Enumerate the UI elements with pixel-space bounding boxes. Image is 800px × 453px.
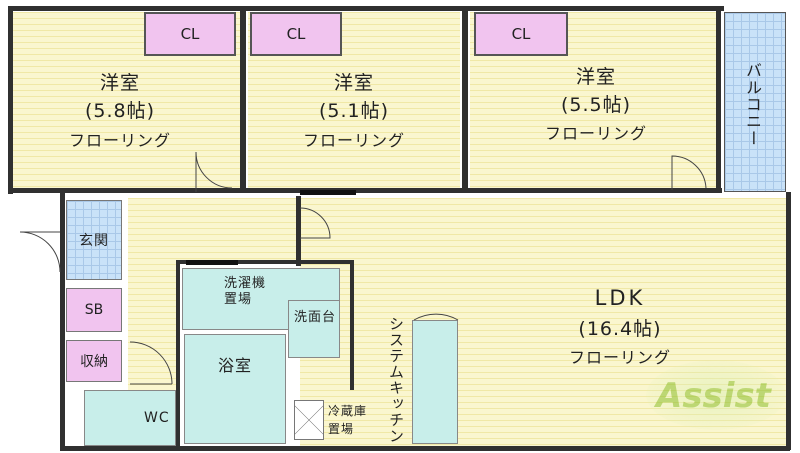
wall-bottom (60, 446, 790, 451)
logo-text: Assist (656, 376, 771, 416)
room3-name: 洋室 (575, 66, 616, 88)
wall-closet-bar-1 (300, 190, 356, 195)
bathroom (184, 334, 286, 444)
closet-2: CL (250, 12, 342, 56)
wall-hall-right (296, 196, 301, 266)
balcony-label: バルコニー (743, 62, 762, 147)
room2-name: 洋室 (333, 72, 374, 94)
wall-right (786, 192, 791, 450)
room3-size: (5.5帖) (560, 94, 632, 116)
washer-label: 洗濯機 置場 (224, 276, 267, 307)
wall-closet-bar-2 (186, 260, 238, 265)
closet-1: CL (144, 12, 236, 56)
storage-closet: 収納 (66, 340, 122, 382)
wall-room-divider-2 (462, 6, 468, 192)
room3-floor: フローリング (544, 124, 647, 143)
bath-label: 浴室 (217, 356, 252, 375)
room1-size: (5.8帖) (84, 100, 156, 122)
wall-room3-right (716, 6, 721, 192)
entrance (66, 200, 122, 280)
vanity-label: 洗面台 (293, 310, 336, 325)
wall-mid-horizontal (8, 188, 722, 193)
wall-left-rooms (8, 6, 13, 194)
kitchen-label: システムキッチン (387, 316, 405, 444)
room2-floor: フローリング (302, 131, 405, 150)
balcony (724, 12, 786, 192)
hallway (128, 198, 298, 260)
wall-room-divider-1 (240, 6, 246, 192)
wall-bath-block-top (176, 260, 352, 264)
room2-size: (5.1帖) (318, 100, 390, 122)
room1-name: 洋室 (99, 72, 140, 94)
entrance-label: 玄関 (79, 233, 109, 249)
wall-bath-block-left (176, 260, 180, 448)
fridge-space (294, 400, 324, 440)
ldk-floor: フローリング (568, 348, 671, 367)
ldk-size: (16.4帖) (578, 318, 662, 340)
vanity-area (288, 300, 340, 358)
kitchen-counter (412, 320, 458, 444)
toilet-label: WC (144, 410, 170, 426)
room1-floor: フローリング (68, 131, 171, 150)
logo-watermark: Assist (646, 360, 790, 430)
wall-bath-block-right (350, 260, 354, 390)
wall-top (8, 6, 724, 11)
closet-3: CL (474, 12, 568, 56)
wall-entrance-left (60, 192, 65, 450)
shoe-box: SB (66, 288, 122, 332)
ldk-name: LDK (594, 286, 646, 310)
toilet-room (84, 390, 176, 446)
fridge-label: 冷蔵庫 置場 (328, 404, 368, 436)
